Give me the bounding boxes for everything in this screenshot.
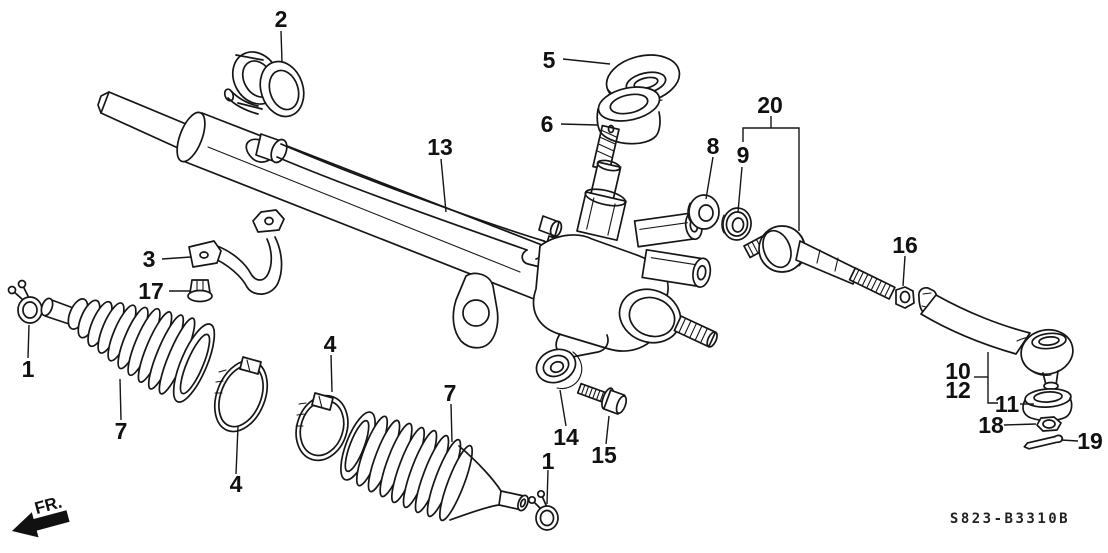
leader-line (705, 156, 714, 200)
leader-line (27, 324, 30, 359)
part-label-9: 9 (737, 142, 750, 168)
part-label-8: 8 (707, 133, 720, 159)
leader-line (235, 425, 239, 475)
leader-line (161, 256, 192, 260)
leader-lines-layer (27, 30, 1079, 505)
housing-bolt (576, 382, 628, 415)
steering-boot-right (340, 411, 529, 522)
leader-line (902, 255, 906, 287)
boot-band-clamp-right (295, 392, 349, 462)
leader-line (605, 415, 610, 445)
leader-line (440, 158, 447, 213)
tie-rod-lock-nut (895, 286, 915, 309)
part-label-5: 5 (543, 47, 556, 73)
mount-cushion-bushing (223, 51, 305, 118)
rack-output-collar (618, 288, 718, 348)
part-label-4: 4 (324, 331, 337, 357)
part-label-4: 4 (230, 471, 243, 497)
leader-line (742, 127, 800, 231)
part-label-7: 7 (444, 380, 457, 406)
part-label-3: 3 (143, 246, 156, 272)
tie-rod-end (918, 287, 1074, 396)
boot-clamp-right (527, 489, 559, 531)
housing-port-boss-lower (641, 248, 712, 288)
drawing-code: S823-B3310B (950, 511, 1070, 527)
mount-bracket-saddle (188, 209, 285, 295)
part-label-15: 15 (591, 442, 617, 468)
part-label-10: 10 (945, 358, 971, 384)
leader-line (280, 30, 283, 63)
part-label-16: 16 (892, 232, 918, 258)
boot-band-clamp-left (213, 356, 269, 433)
leader-line (546, 469, 549, 505)
leader-line (1003, 423, 1037, 426)
leader-line (330, 354, 333, 393)
leader-line (559, 389, 567, 427)
part-label-2: 2 (275, 6, 288, 32)
part-label-1: 1 (542, 448, 555, 474)
leader-line (450, 403, 453, 443)
leader-line (560, 123, 598, 126)
mount-grommet (596, 86, 661, 145)
part-label-20: 20 (757, 92, 783, 118)
part-label-12: 12 (945, 377, 971, 403)
part-label-7: 7 (115, 418, 128, 444)
housing-mount-lug (452, 272, 499, 349)
bracket-bolt (187, 279, 213, 303)
part-label-6: 6 (541, 111, 554, 137)
seal-ring (721, 207, 752, 241)
leader-line (562, 58, 611, 65)
leader-line (737, 166, 743, 213)
part-label-11: 11 (995, 391, 1020, 417)
steering-boot-left (40, 297, 216, 403)
steering-rack-tube (97, 91, 561, 300)
leader-line (987, 352, 998, 404)
part-label-19: 19 (1077, 428, 1103, 454)
part-label-18: 18 (978, 412, 1004, 438)
part-label-13: 13 (427, 134, 453, 160)
cotter-pin (1023, 434, 1064, 450)
pinion-valve-shaft (576, 124, 627, 242)
housing-port-boss-upper (633, 211, 703, 248)
front-direction-indicator: FR. (12, 493, 70, 538)
part-label-14: 14 (553, 424, 579, 450)
part-label-1: 1 (22, 356, 35, 382)
part-label-17: 17 (138, 278, 164, 304)
boot-clamp-left (7, 279, 43, 324)
leader-line (119, 378, 122, 421)
rack-end-inner-tie-rod (743, 225, 896, 300)
washer-ring (687, 194, 720, 230)
leader-line (1060, 439, 1079, 442)
mount-bushing (535, 348, 583, 390)
front-arrow-icon (12, 510, 70, 538)
ball-stud-nut (1036, 416, 1062, 432)
